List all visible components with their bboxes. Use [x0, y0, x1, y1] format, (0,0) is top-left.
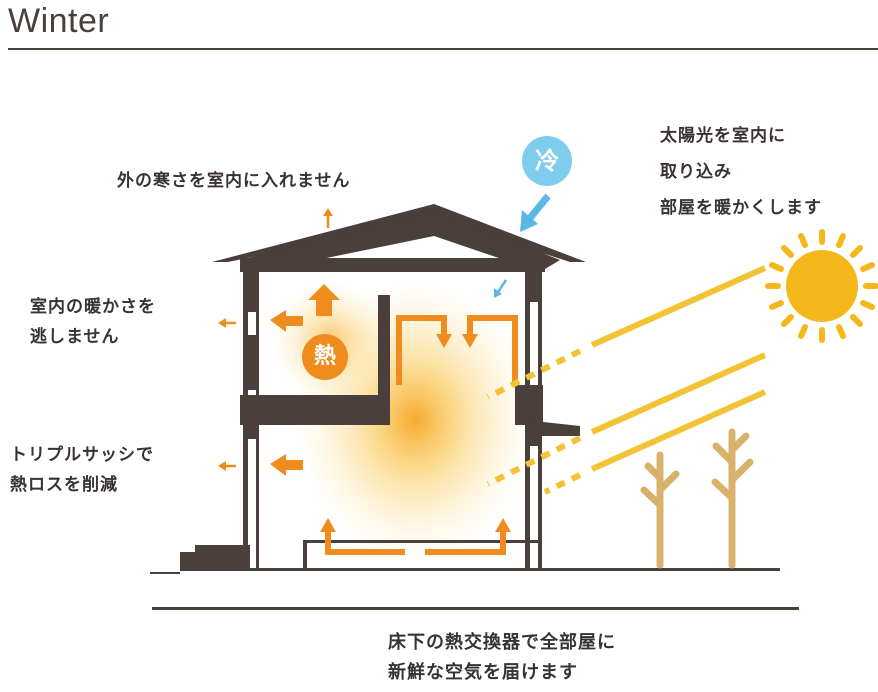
heat-arrow-left-upper — [270, 310, 303, 332]
circulation-arrow-upper-right — [467, 315, 518, 385]
label-keep-warmth: 室内の暖かさを 逃しません — [30, 297, 156, 347]
right-window-block — [515, 385, 543, 425]
arrowhead-down-1 — [436, 334, 452, 348]
tree-right — [711, 428, 754, 569]
left-wall-mid-block — [243, 335, 259, 390]
underfloor-top — [303, 540, 542, 543]
heat-arrow-up — [308, 284, 340, 316]
arrowhead-down-2 — [462, 334, 478, 348]
underfloor-left — [303, 540, 307, 568]
right-wall-upper-block — [525, 262, 542, 302]
tree-left — [640, 451, 680, 569]
ray-2 — [590, 352, 767, 435]
foundation-line — [152, 607, 799, 610]
second-floor-slab — [240, 395, 390, 425]
underfloor-right — [538, 540, 542, 568]
label-heat-exchanger: 床下の熱交換器で全部屋に 新鮮な空気を届けます — [388, 632, 616, 683]
heat-arrow-left-lower — [270, 454, 303, 476]
ground-line — [180, 568, 780, 571]
ray-2-dashed — [486, 435, 582, 487]
circulation-arrow-upper-left — [396, 315, 447, 385]
right-lower-block — [525, 436, 542, 446]
upper-partition — [378, 295, 390, 395]
cold-small-arrowhead — [494, 288, 502, 298]
leak-arrowhead-roof — [323, 208, 333, 216]
underfloor-arrow-left — [325, 530, 405, 555]
balcony — [525, 420, 580, 436]
page-title: Winter — [8, 2, 110, 40]
heat-badge: 熱 — [302, 334, 348, 380]
cold-arrow — [527, 193, 551, 221]
floor-beam-left — [243, 425, 259, 439]
arrowhead-up-2 — [495, 518, 511, 532]
sun-rays — [486, 265, 767, 495]
leak-arrowhead-left-lower — [218, 461, 226, 471]
ground-line-dashed-left — [150, 572, 180, 574]
attic-floor — [240, 258, 545, 272]
label-outside-cold: 外の寒さを室内に入れません — [117, 171, 351, 191]
cold-arrowhead — [520, 210, 538, 232]
ray-1 — [590, 265, 767, 348]
entrance-step-top — [195, 545, 250, 553]
label-sunlight: 太陽光を室内に 取り込み 部屋を暖かくします — [660, 126, 822, 218]
roof — [212, 204, 586, 262]
cold-small-arrow — [496, 279, 508, 293]
ray-1-dashed — [486, 348, 582, 400]
label-triple-sash: トリプルサッシで 熱ロスを削減 — [10, 445, 154, 495]
title-divider — [8, 48, 878, 50]
ray-3 — [590, 389, 767, 472]
arrowhead-up-1 — [320, 518, 336, 532]
sun — [765, 229, 878, 343]
left-wall-upper-block — [243, 272, 259, 312]
roof-fill — [240, 210, 560, 272]
leak-arrowhead-left-upper — [218, 318, 226, 328]
ray-3-dashed — [543, 472, 582, 495]
underfloor-arrow-right — [425, 530, 506, 555]
cold-badge: 冷 — [522, 136, 572, 186]
entrance-step — [180, 552, 250, 568]
